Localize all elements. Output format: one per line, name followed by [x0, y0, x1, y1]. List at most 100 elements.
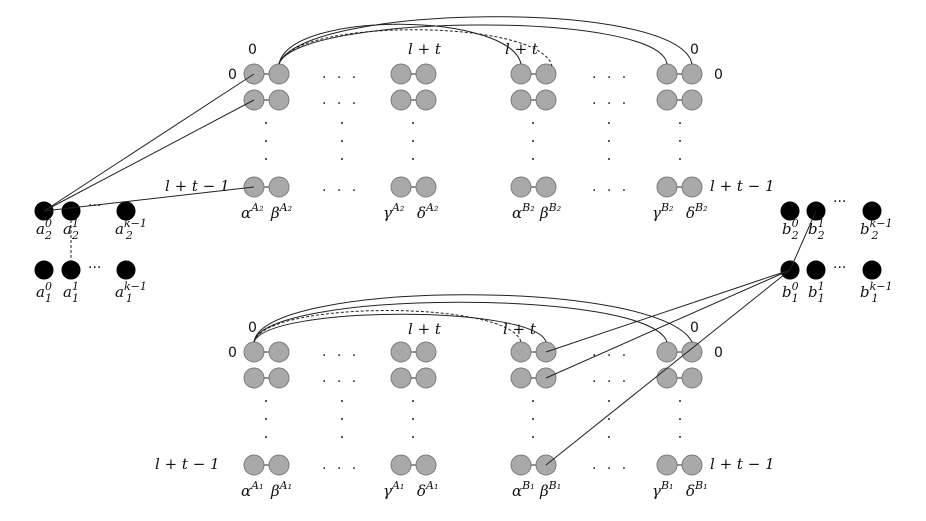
arc-edge — [253, 313, 547, 343]
ellipsis-h: . . . — [322, 92, 359, 108]
label-l-plus-t: l + t — [408, 320, 442, 338]
gray-node — [510, 63, 532, 85]
gray-node — [510, 367, 532, 389]
gray-node — [415, 367, 437, 389]
label-alpha: αA₂ — [241, 201, 264, 222]
gray-node — [415, 176, 437, 198]
label-zero: 0 — [248, 320, 257, 336]
label-delta: δA₁ — [417, 479, 438, 500]
label-l-plus-t: l + t — [505, 40, 539, 58]
label-zero: 0 — [248, 42, 257, 58]
left-edges — [43, 73, 255, 212]
ellipsis-h: . . . — [592, 344, 629, 360]
ellipsis-small: ··· — [88, 260, 101, 276]
gray-node — [681, 176, 703, 198]
gray-node — [656, 341, 678, 363]
ellipsis-h: . . . — [592, 457, 629, 473]
ellipsis-small: ··· — [88, 198, 101, 214]
label-l-plus-t-minus-1: l + t − 1 — [710, 455, 775, 473]
gray-node — [268, 176, 290, 198]
label-l-plus-t: l + t — [503, 320, 537, 338]
edge — [789, 210, 817, 271]
gray-node — [681, 63, 703, 85]
black-node — [116, 260, 136, 280]
gray-node — [510, 89, 532, 111]
vertical-ellipsis — [265, 400, 681, 438]
gray-node — [681, 341, 703, 363]
gray-node — [656, 367, 678, 389]
label-gamma: γB₂ — [652, 201, 673, 222]
gray-node — [656, 63, 678, 85]
black-node — [806, 260, 826, 280]
top-grid: . . . . . . . . . . . . . . . . . . 0 0 … — [165, 40, 775, 222]
gray-node — [390, 63, 412, 85]
label-beta: βA₂ — [270, 201, 292, 222]
bottom-grid: . . . . . . . . . . . . . . . . . . 0 0 … — [155, 320, 775, 500]
gray-node — [243, 367, 265, 389]
label-l-plus-t-minus-1: l + t − 1 — [155, 455, 220, 473]
ellipsis-h: . . . — [322, 66, 359, 82]
label-alpha: αA₁ — [241, 479, 264, 500]
label-zero: 0 — [714, 67, 723, 83]
gray-node — [390, 341, 412, 363]
label-delta: δA₂ — [417, 201, 438, 222]
ellipsis-h: . . . — [592, 66, 629, 82]
black-node — [780, 201, 800, 221]
label-gamma: γA₂ — [383, 201, 404, 222]
label-alpha: αB₂ — [512, 201, 535, 222]
gray-node — [656, 176, 678, 198]
label-delta: δB₂ — [686, 201, 708, 222]
ellipsis-h: . . . — [322, 370, 359, 386]
ellipsis-h: . . . — [322, 179, 359, 195]
label-zero: 0 — [714, 345, 723, 361]
edge — [545, 269, 791, 466]
gray-node — [681, 89, 703, 111]
ellipsis-h: . . . — [592, 370, 629, 386]
gray-node — [681, 454, 703, 476]
label-l-plus-t: l + t — [408, 40, 442, 58]
gray-node — [535, 176, 557, 198]
gray-node — [268, 63, 290, 85]
label-zero: 0 — [228, 67, 237, 83]
label-gamma: γA₁ — [383, 479, 404, 500]
label-beta: βA₁ — [270, 479, 292, 500]
edge — [545, 269, 791, 379]
gray-node — [243, 341, 265, 363]
gray-node — [415, 63, 437, 85]
gray-node — [535, 63, 557, 85]
ellipsis-small: ··· — [833, 194, 846, 210]
label-l-plus-t-minus-1: l + t − 1 — [710, 177, 775, 195]
gray-node — [656, 454, 678, 476]
arc-edge — [253, 294, 693, 343]
arc-edge — [278, 16, 693, 65]
label-alpha: αB₁ — [512, 479, 535, 500]
arc-edge — [278, 23, 522, 65]
label-zero: 0 — [228, 345, 237, 361]
vertical-ellipsis — [265, 122, 681, 160]
black-node — [61, 260, 81, 280]
gray-node — [415, 341, 437, 363]
label-gamma: γB₁ — [652, 479, 673, 500]
ellipsis-h: . . . — [322, 457, 359, 473]
gray-node — [510, 454, 532, 476]
top-arcs — [278, 16, 693, 67]
arc-edge — [278, 24, 668, 65]
black-node — [862, 201, 882, 221]
gray-node — [268, 367, 290, 389]
edge — [43, 186, 255, 212]
arc-edge — [253, 301, 668, 343]
edge — [43, 99, 255, 212]
label-l-plus-t-minus-1: l + t − 1 — [165, 177, 230, 195]
